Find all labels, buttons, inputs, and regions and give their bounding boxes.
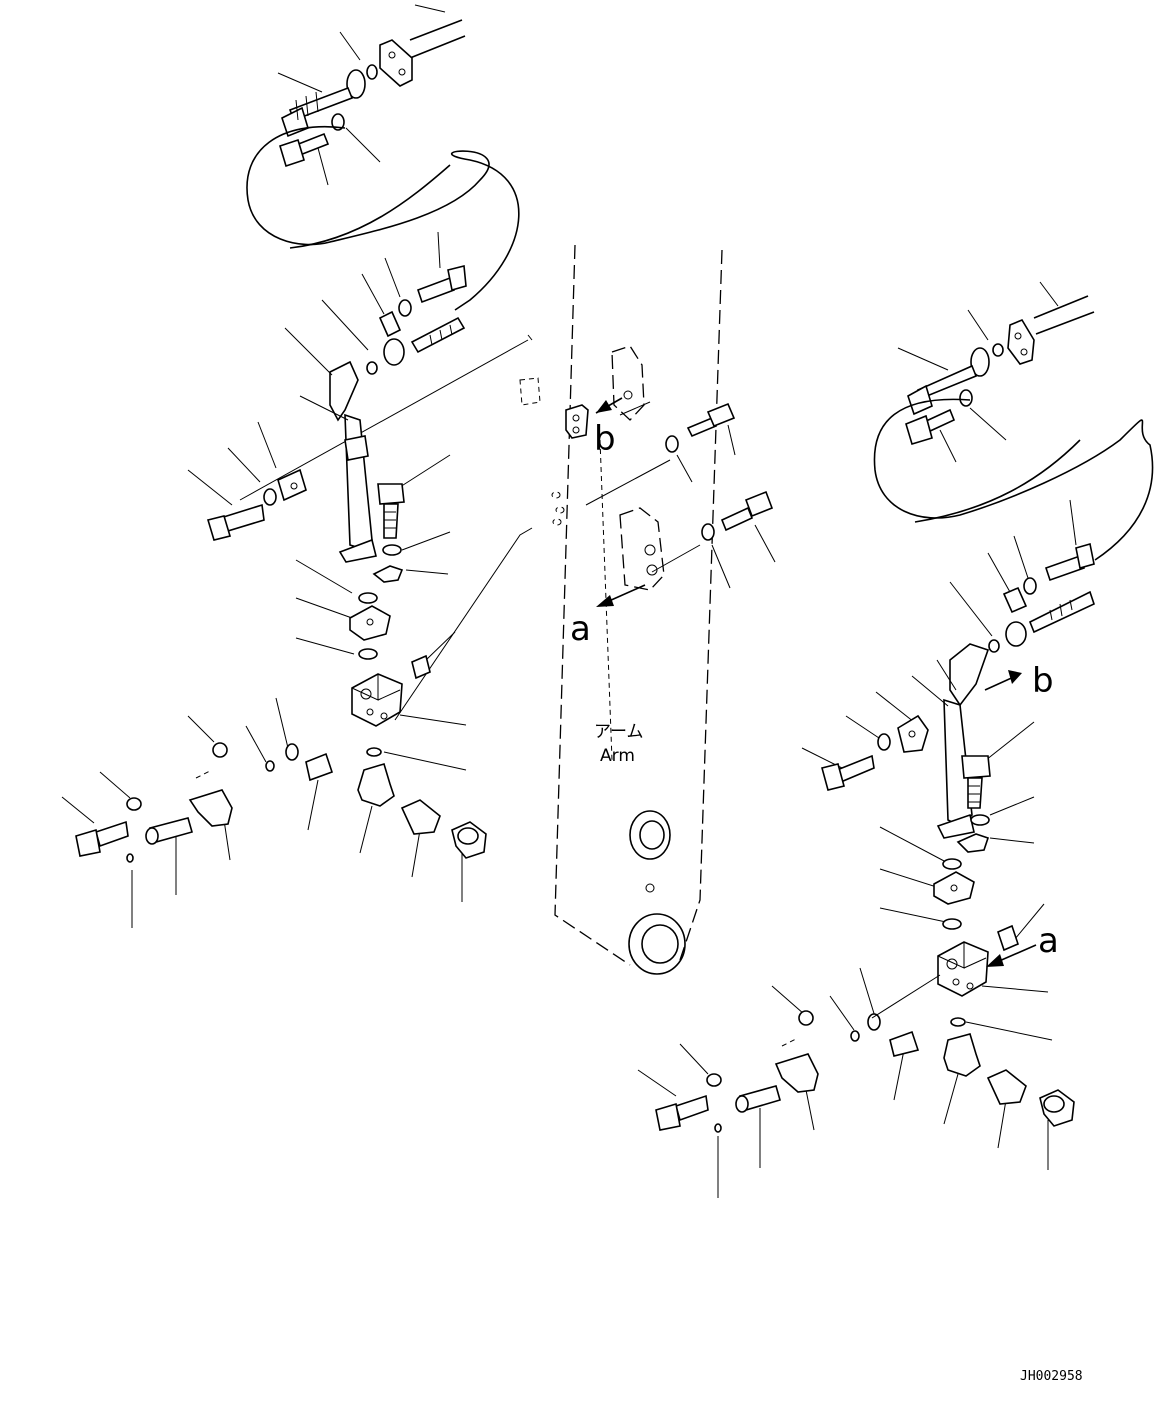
parts-left-lower <box>75 468 487 863</box>
parts-right-lower <box>655 714 1075 1133</box>
arrow-a-center <box>596 584 646 607</box>
center-clamp <box>565 404 589 439</box>
drawing-code: JH002958 <box>1020 1369 1083 1384</box>
arm-label-jp: アーム <box>594 722 643 742</box>
hose-assembly-left <box>246 4 520 563</box>
center-bolt-upper <box>665 402 736 483</box>
arm-outline <box>519 244 723 975</box>
arrow-b-center <box>595 397 623 414</box>
leaders-left <box>61 31 467 928</box>
center-bolt-lower <box>701 490 776 589</box>
callout-a-right: a <box>1038 921 1059 961</box>
arrow-a-right <box>986 944 1037 967</box>
arm-label-en: Arm <box>600 746 635 766</box>
callout-a-center: a <box>570 609 591 649</box>
leaders-right <box>637 309 1077 1198</box>
callout-b-right: b <box>1032 661 1054 701</box>
arrow-b-right <box>984 670 1022 691</box>
hose-assembly-right <box>873 281 1154 839</box>
callout-b-center: b <box>594 419 616 459</box>
